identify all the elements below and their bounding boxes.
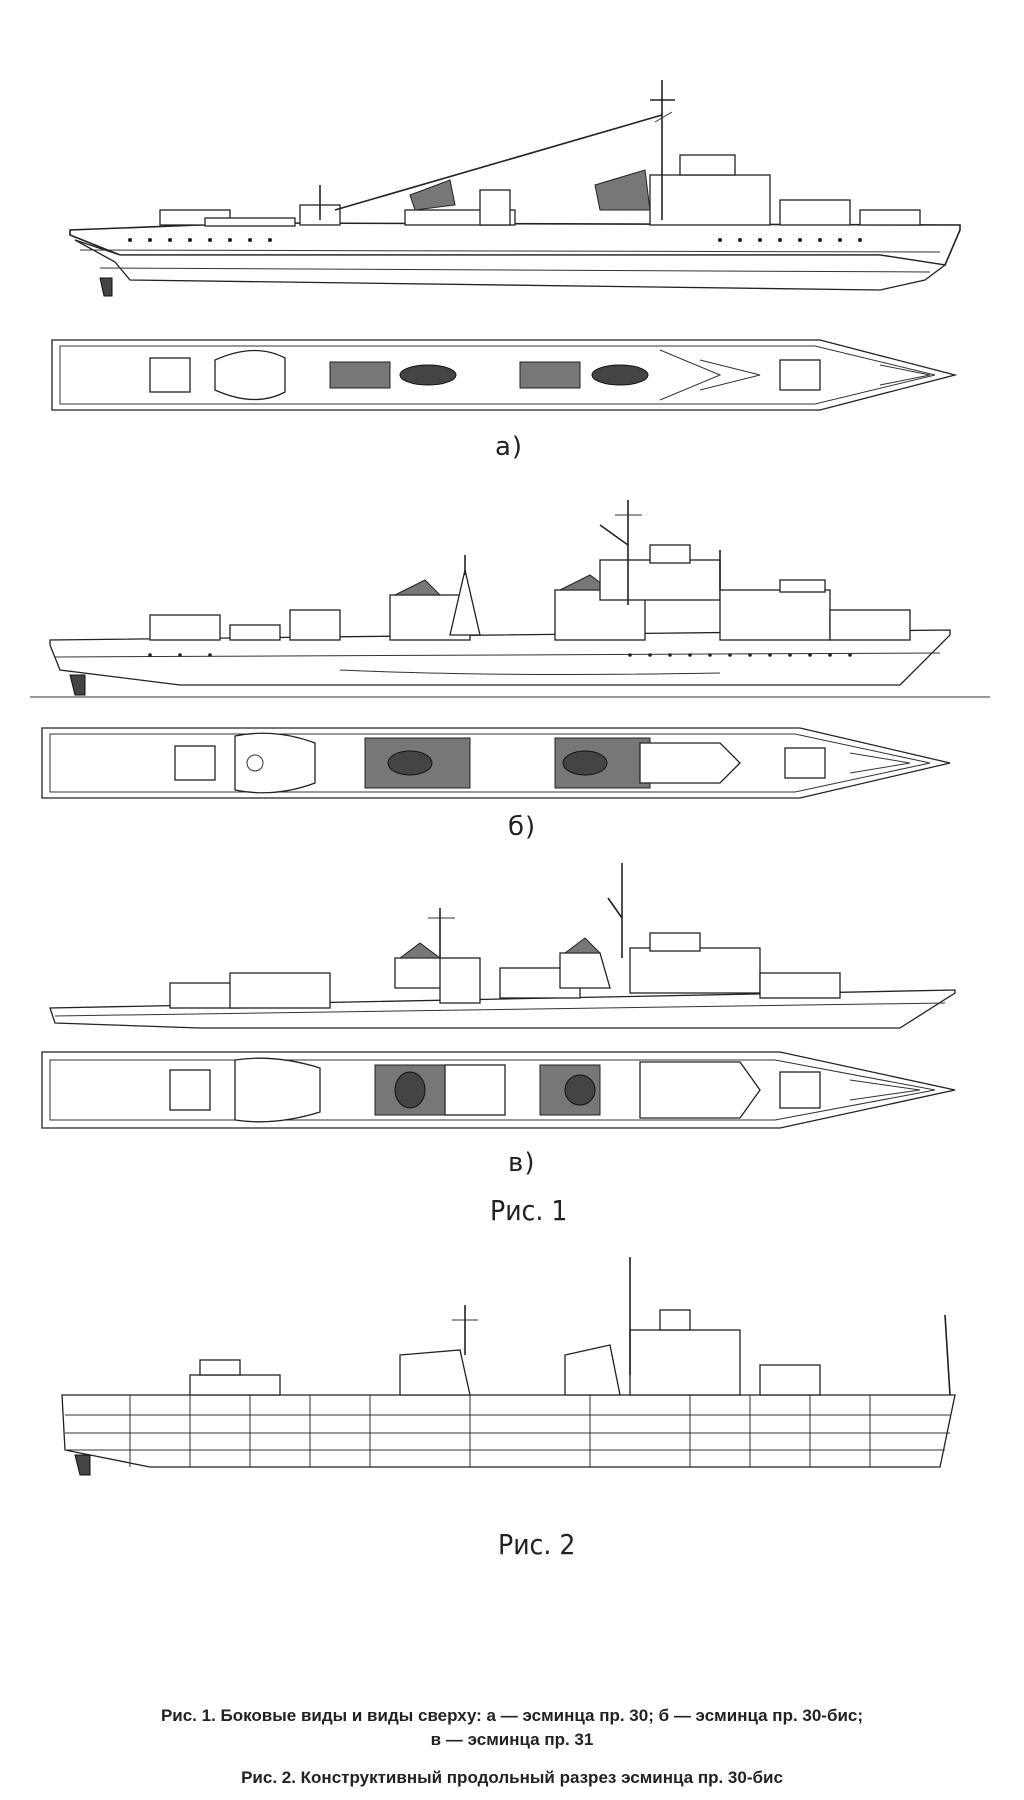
ship-section-view — [0, 1255, 1024, 1485]
figure2-label: Рис. 2 — [498, 1528, 576, 1561]
subfigure-label-a: а) — [495, 432, 524, 462]
caption-figure1-line2: в — эсминца пр. 31 — [430, 1730, 594, 1749]
figure1-label: Рис. 1 — [490, 1194, 568, 1227]
ship-b-side-view — [0, 485, 1024, 705]
caption-figure1-line1: Рис. 1. Боковые виды и виды сверху: а — … — [160, 1706, 864, 1725]
subfigure-label-c: в) — [508, 1148, 536, 1178]
caption-figure2: Рис. 2. Конструктивный продольный разрез… — [241, 1768, 783, 1787]
subfigure-label-b: б) — [508, 812, 537, 842]
ship-a-side-view — [0, 40, 1024, 300]
ship-c-side-view — [0, 858, 1024, 1033]
ship-b-top-view — [0, 718, 1024, 808]
ship-c-top-view — [0, 1040, 1024, 1140]
ship-a-top-view — [0, 330, 1024, 420]
